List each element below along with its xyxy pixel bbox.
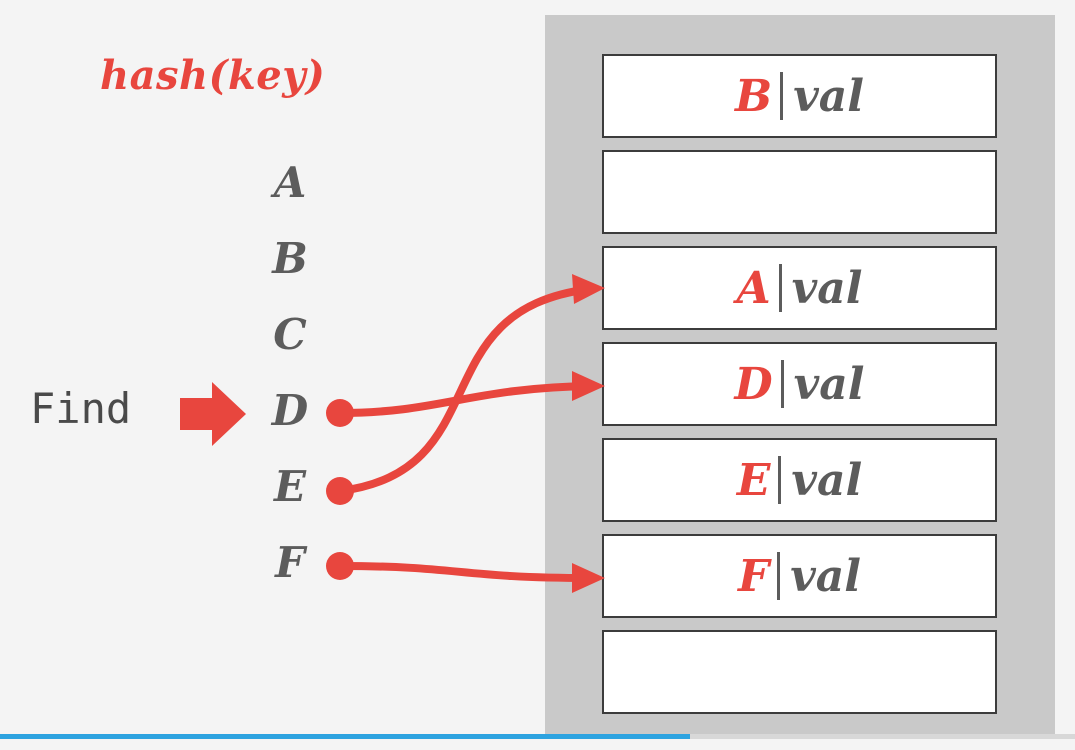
arrowhead-d-to-d	[572, 371, 605, 401]
slot-value: val	[793, 70, 864, 122]
find-label: Find	[30, 384, 132, 433]
slot-separator	[780, 72, 784, 120]
key-d: D	[271, 386, 309, 435]
dot-d	[326, 399, 354, 427]
key-e: E	[273, 462, 306, 511]
key-a: A	[273, 158, 307, 207]
dot-f	[326, 552, 354, 580]
slot-key: D	[734, 358, 773, 410]
find-arrow-icon	[180, 382, 246, 446]
slot-value: val	[791, 454, 863, 506]
key-c: C	[273, 310, 307, 359]
slot-separator	[777, 552, 781, 600]
slot-key: F	[737, 550, 770, 602]
slot-value: val	[793, 358, 865, 410]
slot-key: A	[736, 262, 771, 314]
dot-e	[326, 477, 354, 505]
video-progress-track[interactable]	[690, 734, 1075, 739]
arrowhead-f-to-f	[572, 563, 605, 593]
slot-separator	[778, 456, 782, 504]
arrow-d-to-d	[336, 382, 594, 417]
hash-function-label: hash(key)	[100, 52, 326, 99]
slot-separator	[780, 360, 784, 408]
hash-slot-empty	[602, 150, 997, 234]
slot-value: val	[790, 550, 862, 602]
arrow-f-to-f	[336, 562, 594, 582]
arrow-e-to-a	[336, 285, 594, 495]
slot-separator	[778, 264, 782, 312]
slot-key: E	[736, 454, 771, 506]
key-b: B	[272, 234, 308, 283]
slot-value: val	[791, 262, 863, 314]
hash-slot-empty	[602, 630, 997, 714]
slot-key: B	[735, 70, 773, 122]
video-progress-bar[interactable]	[0, 734, 690, 739]
arrowhead-e-to-a	[572, 274, 605, 304]
key-f: F	[275, 538, 305, 587]
